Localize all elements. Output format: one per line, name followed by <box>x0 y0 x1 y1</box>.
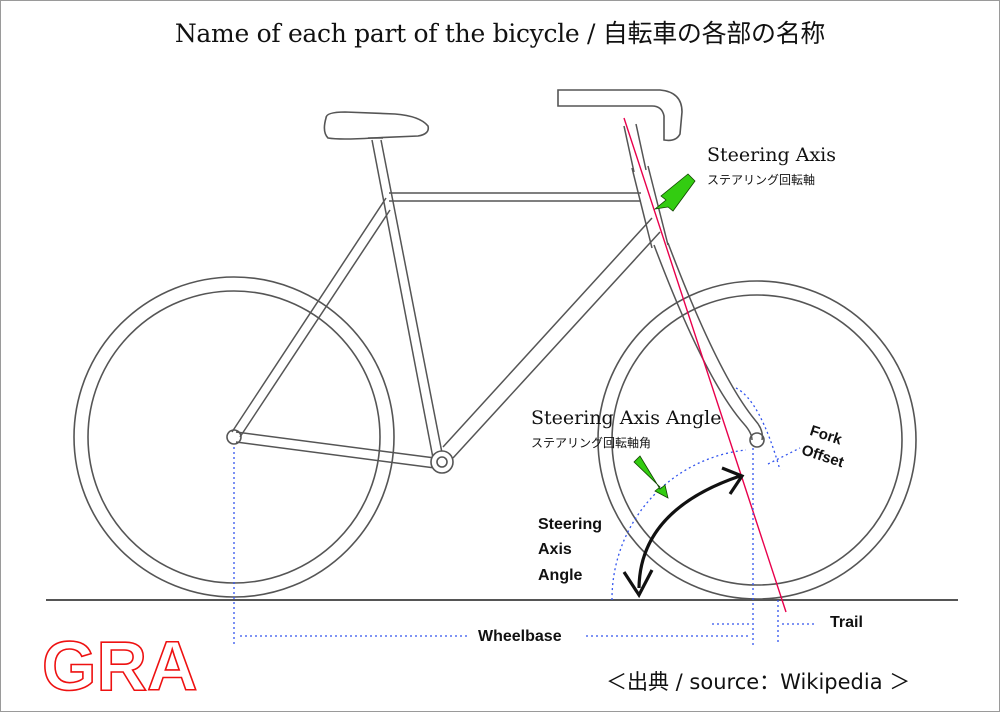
angle-label-line1: Steering <box>538 516 603 533</box>
front-wheel <box>597 280 917 600</box>
steering-axis-angle-label: Steering Axis Angle <box>531 407 722 429</box>
page-title: Name of each part of the bicycle / 自転車の各… <box>174 19 826 48</box>
bicycle-frame <box>231 123 764 469</box>
steering-axis-green-arrow <box>653 173 696 212</box>
steering-axis-line <box>623 117 787 613</box>
angle-label-line3: Angle <box>538 567 583 584</box>
angle-label-line2: Axis <box>538 541 572 558</box>
steering-axis-label: Steering Axis <box>707 144 837 166</box>
trail-label: Trail <box>830 614 863 631</box>
fork-offset-label: Fork Offset <box>799 422 845 471</box>
gra-logo: GRA <box>42 627 198 705</box>
handlebar <box>557 89 683 142</box>
angle-arc-arrow <box>622 466 745 599</box>
steering-axis-angle-label-jp: ステアリング回転軸角 <box>531 436 652 450</box>
dimension-lines <box>233 387 815 645</box>
source-credit: ＜出典 / source：Wikipedia ＞ <box>606 670 911 694</box>
wheelbase-label: Wheelbase <box>478 628 562 645</box>
steering-axis-label-jp: ステアリング回転軸 <box>707 173 816 187</box>
angle-green-arrow <box>633 455 669 499</box>
saddle <box>323 111 430 140</box>
bottom-bracket <box>430 450 454 474</box>
